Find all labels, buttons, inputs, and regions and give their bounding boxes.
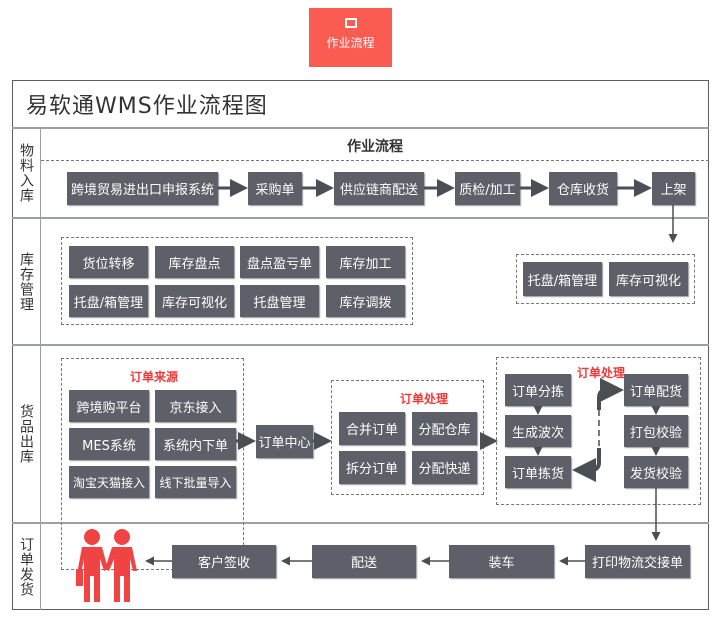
- step-putaway: 上架: [652, 172, 695, 205]
- source-item: 线下批量导入: [155, 466, 236, 498]
- inv-item: 库存盘点: [155, 246, 234, 278]
- step-supplier: 供应链商配送: [334, 172, 424, 205]
- process-item: 拆分订单: [339, 451, 405, 484]
- source-item: 跨境购平台: [69, 390, 149, 422]
- order-source-title: 订单来源: [130, 370, 179, 384]
- step-print-handover: 打印物流交接单: [585, 545, 690, 578]
- lane-outbound: 货品出库: [18, 404, 34, 464]
- source-item: 淘宝天猫接入: [69, 466, 149, 498]
- inventory-right-group: [516, 254, 695, 304]
- divider: [12, 344, 709, 346]
- step-sign: 客户签收: [172, 545, 276, 578]
- step-purchase: 采购单: [248, 172, 302, 205]
- divider: [12, 127, 709, 129]
- inv-right-item: 库存可视化: [609, 262, 688, 296]
- divider: [12, 217, 709, 219]
- order-source-group: [61, 358, 244, 570]
- inv-item: 货位转移: [69, 246, 148, 278]
- inv-item: 库存可视化: [155, 285, 234, 317]
- lane-inventory: 库存管理: [18, 251, 34, 312]
- tab-label: 作业流程: [326, 36, 375, 50]
- order-process2-group: [496, 357, 701, 505]
- customers-icon: [76, 529, 137, 602]
- lane-divider: [40, 128, 41, 610]
- monitor-icon: [344, 18, 357, 28]
- inv-item: 库存调拨: [326, 285, 405, 317]
- inventory-group: [61, 237, 413, 325]
- pick-step: 生成波次: [505, 415, 571, 447]
- source-item: 系统内下单: [155, 428, 236, 460]
- inv-item: 托盘管理: [240, 285, 319, 317]
- inv-item: 托盘/箱管理: [69, 285, 148, 317]
- diagram-title: 易软通WMS作业流程图: [26, 94, 268, 119]
- header-divider: [41, 160, 709, 161]
- inv-item: 库存加工: [326, 246, 405, 278]
- step-customs: 跨境贸易进出口申报系统: [67, 172, 218, 205]
- process-item: 合并订单: [339, 412, 405, 445]
- step-load: 装车: [449, 545, 554, 578]
- pack-step: 发货校验: [624, 456, 688, 488]
- process-item: 分配仓库: [412, 412, 477, 445]
- inbound-header: 作业流程: [347, 139, 403, 155]
- tab-workflow[interactable]: 作业流程: [309, 8, 392, 67]
- step-deliver: 配送: [312, 545, 416, 578]
- source-item: MES系统: [69, 428, 149, 460]
- pack-step: 订单配货: [624, 374, 688, 406]
- curved-arrow: [572, 448, 601, 482]
- step-receive: 仓库收货: [549, 172, 617, 205]
- pick-step: 订单拣货: [505, 456, 571, 488]
- pack-step: 打包校验: [624, 415, 688, 447]
- step-qc: 质检/加工: [455, 172, 520, 205]
- pick-step: 订单分拣: [505, 374, 571, 406]
- inv-right-item: 托盘/箱管理: [523, 262, 602, 296]
- inv-item: 盘点盈亏单: [240, 246, 319, 278]
- source-item: 京东接入: [155, 390, 236, 422]
- order-process-title: 订单处理: [400, 392, 449, 406]
- order-center: 订单中心: [256, 425, 313, 458]
- divider: [12, 522, 709, 524]
- curved-arrow: [597, 378, 624, 410]
- lane-delivery: 订单发货: [18, 536, 34, 597]
- order-process2-title: 订单处理: [577, 366, 626, 380]
- process-item: 分配快递: [412, 451, 477, 484]
- lane-inbound: 物料入库: [18, 143, 34, 203]
